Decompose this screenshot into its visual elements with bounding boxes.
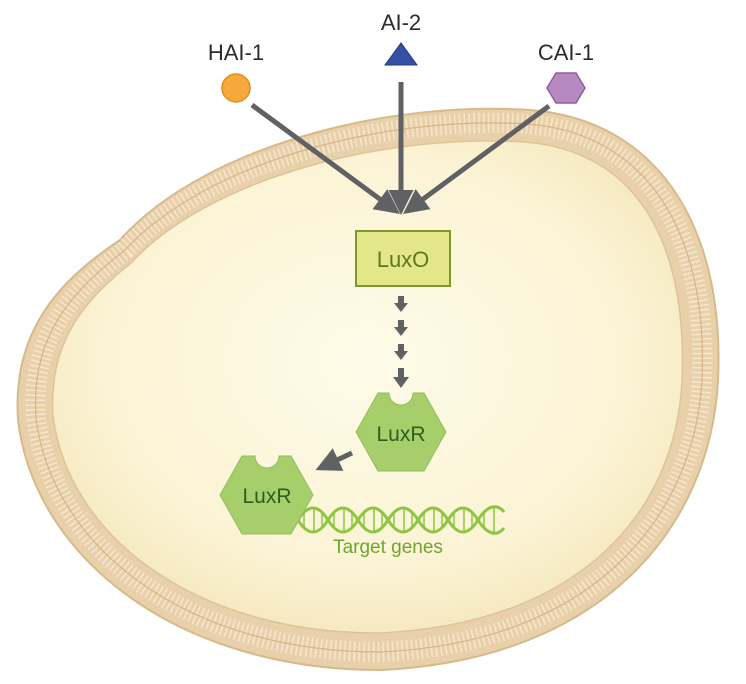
luxr-lower-label: LuxR: [242, 485, 291, 508]
cai1-label: CAI-1: [538, 40, 594, 65]
luxr-upper-label: LuxR: [376, 423, 425, 446]
luxr-upper: LuxR: [355, 392, 447, 472]
ai2-label: AI-2: [381, 10, 421, 35]
ai2-signal: AI-2: [381, 10, 421, 66]
ai2-triangle-icon: [384, 42, 418, 66]
luxo-label: LuxO: [377, 247, 430, 272]
target-genes-label: Target genes: [333, 537, 443, 558]
cascade-arrows: [393, 296, 409, 388]
luxo-receptor: LuxO: [355, 230, 451, 287]
dna-helix-icon: [296, 505, 506, 535]
cai1-signal: CAI-1: [538, 40, 594, 104]
luxr-upper-shape: [355, 392, 447, 472]
luxr-arrow: [315, 448, 354, 471]
luxr-lower-shape: [219, 455, 314, 535]
cai1-arrow: [402, 103, 551, 214]
hai1-circle-icon: [221, 73, 251, 103]
hai1-signal: HAI-1: [208, 40, 264, 103]
hai1-label: HAI-1: [208, 40, 264, 65]
membrane-texture-inner: [34, 122, 704, 653]
cytoplasm: [51, 140, 684, 634]
hai1-arrow: [250, 102, 401, 214]
luxr-lower: LuxR: [219, 455, 314, 535]
luxo-box: [355, 230, 451, 287]
cai1-hexagon-icon: [546, 72, 586, 104]
